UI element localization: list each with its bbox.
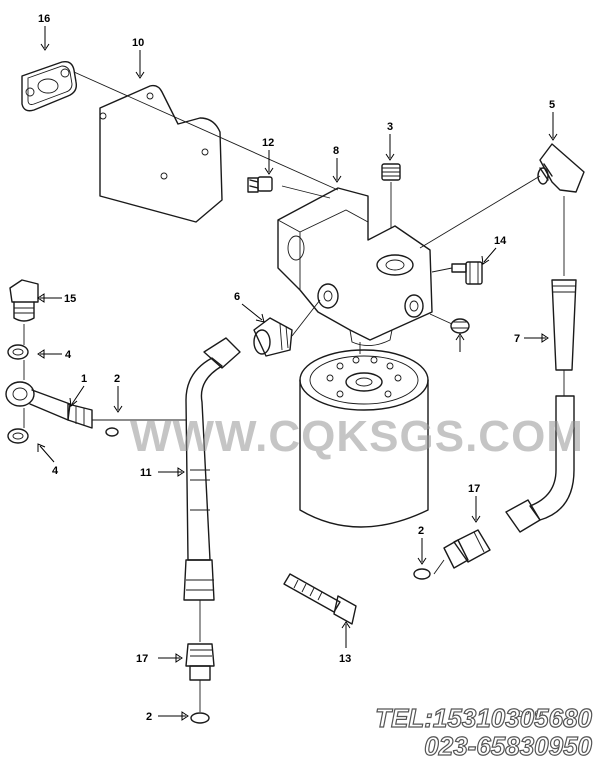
callout-2-left: 2 (114, 373, 120, 385)
banjo-bolt-part-15 (9, 279, 39, 322)
o-ring-part-2c (190, 712, 210, 724)
bracket-part-10 (99, 84, 223, 223)
callout-labels: 16 10 12 3 8 5 14 15 6 4 1 2 7 4 11 17 2… (38, 13, 555, 723)
callout-2-bottom: 2 (146, 711, 152, 723)
drawing-code: DP061 (517, 709, 545, 719)
adapter-part-6 (253, 317, 293, 357)
callout-4-upper: 4 (65, 349, 72, 361)
callout-11: 11 (140, 467, 152, 479)
callout-10: 10 (132, 37, 144, 49)
contact-tel: TEL:15310305680 (375, 702, 593, 733)
plug-part-3 (381, 163, 401, 181)
callout-17-right: 17 (468, 483, 480, 495)
callout-14: 14 (494, 235, 507, 247)
assembly-lines (23, 71, 565, 712)
hose-part-11 (183, 337, 241, 601)
callout-12: 12 (262, 137, 274, 149)
washer-part-4b (7, 428, 29, 444)
elbow-part-5 (537, 143, 585, 193)
o-ring-part-2a (105, 427, 119, 437)
callout-5: 5 (549, 99, 555, 111)
callout-6: 6 (234, 291, 240, 303)
watermark-text: WWW.CQKSGS.COM (130, 412, 584, 461)
callout-15: 15 (64, 293, 76, 305)
hose-part-7 (505, 279, 577, 533)
callout-7: 7 (514, 333, 520, 345)
callout-16: 16 (38, 13, 50, 25)
callout-1: 1 (81, 373, 87, 385)
filter-head-part-8 (277, 187, 433, 346)
callout-17-left: 17 (136, 653, 148, 665)
callout-8: 8 (333, 145, 339, 157)
banjo-fitting-part-1 (5, 381, 93, 429)
plug-part-small (450, 318, 470, 334)
gasket-part-16 (21, 60, 78, 112)
leader-lines (37, 26, 558, 721)
callout-4-lower: 4 (52, 465, 59, 477)
callout-2-middle: 2 (418, 525, 424, 537)
fitting-part-17a (185, 643, 215, 681)
bolt-part-13 (283, 573, 357, 625)
fitting-part-17b (443, 529, 491, 569)
callout-3: 3 (387, 121, 393, 133)
callout-13: 13 (339, 653, 351, 665)
washer-part-4a (7, 344, 29, 360)
bolt-part-12 (247, 176, 273, 193)
contact-phone: 023-65830950 (424, 730, 593, 761)
bolt-part-14 (451, 261, 483, 285)
fuel-filter-cartridge (299, 349, 429, 528)
o-ring-part-2b (413, 568, 431, 580)
